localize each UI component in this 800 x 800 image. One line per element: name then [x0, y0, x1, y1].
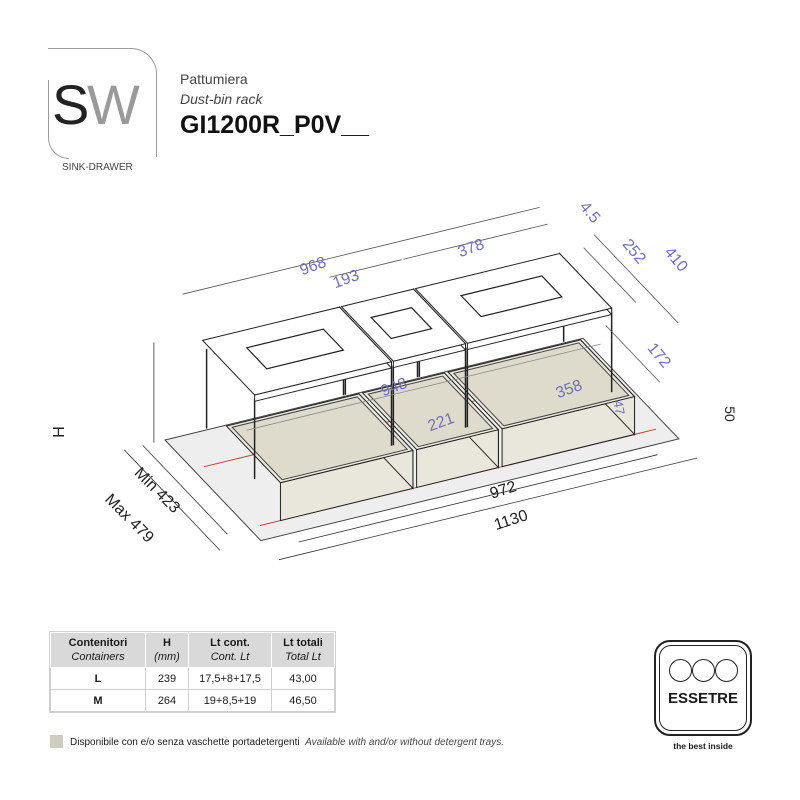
circle-icon — [669, 659, 692, 682]
dimension-line — [593, 234, 679, 324]
cell: M — [50, 689, 146, 712]
dimension-line — [329, 259, 402, 278]
col-cont-lt: Lt cont.Cont. Lt — [188, 632, 272, 668]
cell: 264 — [145, 689, 189, 712]
cover-opening-2 — [370, 306, 433, 340]
cell: 17,5+8+17,5 — [188, 667, 272, 690]
manufacturer-name: ESSETRE — [667, 690, 739, 707]
manufacturer-tagline: the best inside — [673, 741, 733, 751]
tray-inner-2 — [367, 375, 494, 448]
logo-frame — [48, 48, 157, 157]
legend-swatch — [50, 735, 63, 748]
dimension-line — [583, 247, 636, 303]
dim-height: H — [50, 426, 68, 438]
essetre-logo: ESSETRE — [654, 640, 752, 736]
model-code: GI1200R_P0V__ — [180, 111, 370, 139]
table-row: L 239 17,5+8+17,5 43,00 — [50, 667, 335, 690]
circle-icon — [715, 659, 738, 682]
dimension-line — [182, 206, 540, 295]
circle-icon — [692, 659, 715, 682]
tray-inner-1 — [231, 396, 409, 481]
table-row: M 264 19+8,5+19 46,50 — [50, 689, 335, 712]
logo-letter-s: S — [52, 73, 89, 136]
cell: 43,00 — [271, 667, 335, 690]
dimension-line — [605, 325, 660, 383]
dim-tray-height: 47 — [610, 399, 628, 416]
tray-inner-3 — [452, 342, 630, 427]
cell: 19+8,5+19 — [188, 689, 272, 712]
product-title-en: Dust-bin rack — [180, 91, 263, 107]
dimension-line — [246, 343, 601, 431]
dimension-line — [403, 223, 548, 260]
cell: 239 — [145, 667, 189, 690]
legend-text: Disponibile con e/o senza vaschette port… — [70, 737, 504, 748]
brand-subtitle: SINK-DRAWER — [62, 162, 133, 173]
col-height: H(mm) — [145, 632, 189, 668]
cover-opening-3 — [459, 275, 564, 318]
dimension-line — [124, 449, 221, 551]
dimension-line — [298, 454, 658, 543]
cell: 46,50 — [271, 689, 335, 712]
cell: L — [50, 667, 146, 690]
dimension-line — [142, 445, 228, 535]
technical-drawing — [124, 206, 698, 561]
dimension-line — [278, 457, 698, 561]
cover-opening-1 — [245, 328, 345, 370]
dim-base-height: 50 — [721, 406, 738, 422]
product-title-it: Pattumiera — [180, 71, 248, 87]
logo-letter-w: W — [87, 73, 140, 136]
